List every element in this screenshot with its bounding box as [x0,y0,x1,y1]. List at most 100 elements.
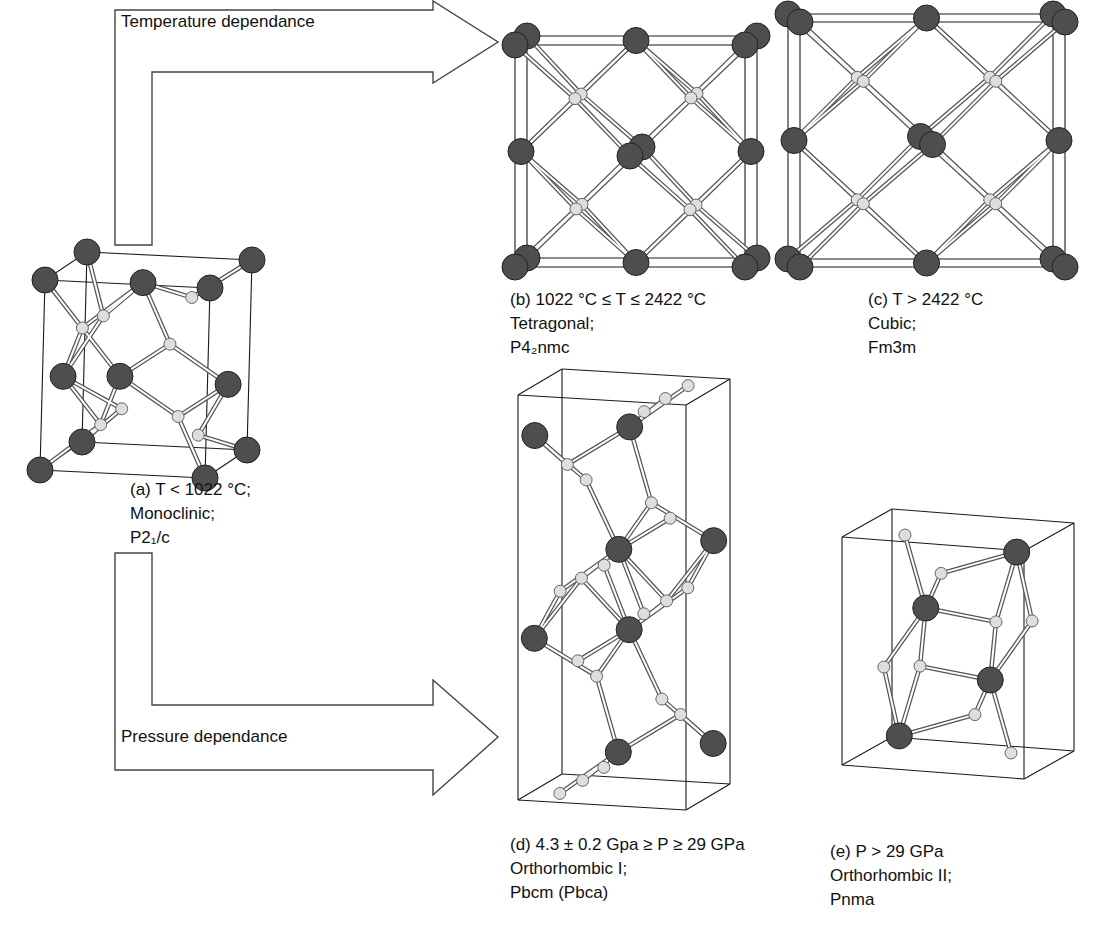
arrow-shape [115,1,498,245]
phase-caption: (c) T > 2422 °C [868,290,983,310]
crystal-structure [775,1,1078,280]
unit-cell-edge [247,260,252,450]
oxygen-atom [97,310,109,322]
oxygen-atom [990,75,1002,87]
bond-fill [788,200,857,259]
phase-caption: P4₂nmc [510,338,570,358]
oxygen-atom [990,198,1002,210]
bond-outline [927,204,996,263]
oxygen-atom [561,458,573,470]
oxygen-atom [969,709,981,721]
arrow-shape [115,553,498,795]
bond-fill [921,77,990,136]
unit-cell-edge [518,800,686,810]
zirconium-atom [107,363,133,389]
oxygen-atom [664,512,676,524]
bond-fill [863,145,932,204]
oxygen-atom [1005,747,1017,759]
block-arrow: Temperature dependance [113,0,502,252]
oxygen-atom [192,429,204,441]
unit-cell-edge [87,252,252,260]
bond-outline [990,77,1059,140]
oxygen-atom [95,419,107,431]
unit-cell-edge [892,509,1074,523]
zirconium-atom [617,414,643,440]
phase-caption: (d) 4.3 ± 0.2 Gpa ≥ P ≥ 29 GPa [510,835,745,855]
crystal-structure [842,509,1074,779]
unit-cell-edge [40,470,205,478]
unit-cell-edge [562,369,730,379]
oxygen-atom [598,761,610,773]
unit-cell-edge [518,369,562,395]
oxygen-atom [554,585,566,597]
bond-fill [927,204,996,263]
phase-caption: Pbcm (Pbca) [510,883,608,903]
oxygen-atom [899,529,911,541]
oxygen-atom [682,582,694,594]
unit-cell-edge [40,280,45,470]
block-arrow: Pressure dependance [113,540,502,802]
oxygen-atom [645,497,657,509]
zirconium-atom [914,250,940,276]
unit-cell-edge [842,765,1024,779]
phase-caption: (a) T < 1022 °C; [130,480,251,500]
zirconium-atom [130,270,156,296]
oxygen-atom [591,670,603,682]
unit-cell-edge [892,737,1074,751]
zirconium-atom [234,437,260,463]
bond-outline [788,200,857,259]
zirconium-atom [701,528,727,554]
oxygen-atom [76,322,88,334]
phase-caption: Monoclinic; [130,504,215,524]
oxygen-atom [638,406,650,418]
zirconium-atom [616,617,642,643]
crystal-structure [502,23,770,280]
oxygen-atom [675,709,687,721]
oxygen-atom [857,198,869,210]
zirconium-atom [1046,128,1072,154]
oxygen-atom [878,661,890,673]
bond-fill [990,77,1059,140]
oxygen-atom [682,380,694,392]
phase-caption: Pnma [830,890,874,910]
zirconium-atom [1004,539,1030,565]
oxygen-atom [684,204,696,216]
zirconium-atom [74,239,100,265]
bond-outline [863,145,932,204]
zirconium-atom [605,739,631,765]
zirconium-atom [617,143,643,169]
arrow-label: Pressure dependance [121,727,287,747]
oxygen-atom [580,474,592,486]
oxygen-atom [570,203,582,215]
zirconium-atom [623,28,649,54]
zirconium-atom [69,429,95,455]
zirconium-atom [239,247,265,273]
oxygen-atom [172,411,184,423]
oxygen-atom [577,774,589,786]
zirconium-atom [700,730,726,756]
phase-caption: (e) P > 29 GPa [830,842,944,862]
zirconium-atom [27,457,53,483]
unit-cell-edge [686,784,730,810]
arrow-label: Temperature dependance [121,12,315,32]
bond-outline [794,81,863,140]
phase-caption: Tetragonal; [510,314,594,334]
oxygen-atom [857,75,869,87]
zirconium-atom [920,132,946,158]
zirconium-atom [623,250,649,276]
bond-outline [857,18,926,77]
arrow-outline [113,540,502,802]
oxygen-atom [638,608,650,620]
oxygen-atom [554,787,566,799]
oxygen-atom [661,595,673,607]
zirconium-atom [522,423,548,449]
zirconium-atom [1052,254,1078,280]
unit-cell-edge [842,737,892,765]
oxygen-atom [164,338,176,350]
unit-cell-edge [45,280,210,288]
crystal-structure [27,239,265,491]
bond-outline [794,141,863,204]
